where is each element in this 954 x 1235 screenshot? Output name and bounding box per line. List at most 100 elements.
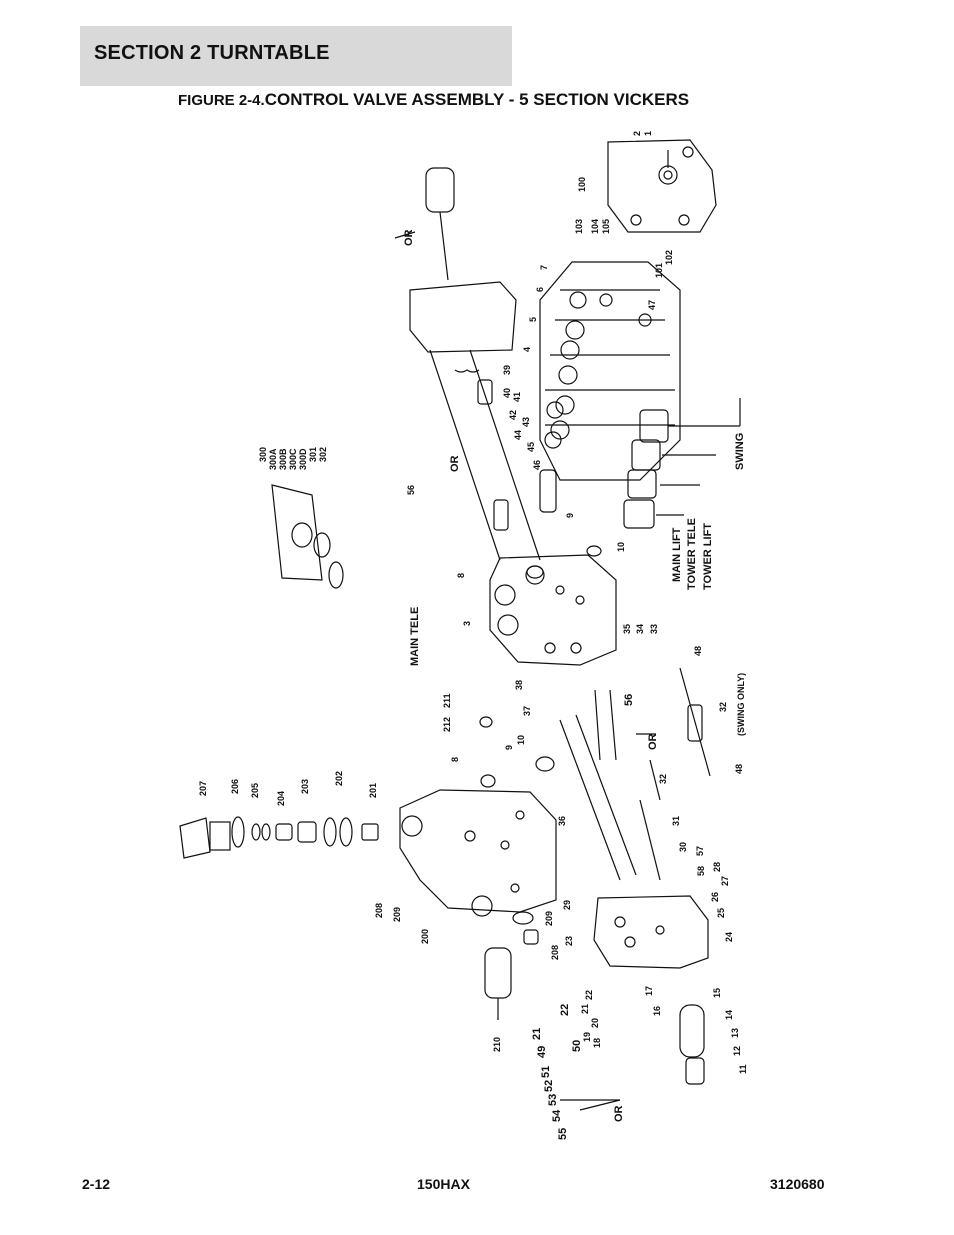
- callout-label: 12: [732, 1046, 742, 1056]
- figure-caption: CONTROL VALVE ASSEMBLY - 5 SECTION VICKE…: [264, 90, 690, 109]
- callout-label: 300: [258, 447, 268, 462]
- callout-label: 9: [565, 513, 575, 518]
- callout-label: 2: [632, 131, 642, 136]
- callout-label: 300A: [268, 448, 278, 470]
- callout-label: 21: [531, 1028, 543, 1040]
- callout-label: 22: [559, 1004, 571, 1016]
- callout-label: 43: [521, 417, 531, 427]
- callout-label: 32: [658, 774, 668, 784]
- callout-label: 100: [577, 177, 587, 192]
- callout-label: 40: [502, 388, 512, 398]
- callout-label: 54: [551, 1109, 563, 1122]
- callout-label: 300C: [288, 448, 298, 470]
- callout-label: 31: [671, 816, 681, 826]
- callout-label: 57: [695, 846, 705, 856]
- callout-label: 300B: [278, 448, 288, 470]
- callout-label: 202: [334, 771, 344, 786]
- callout-label: 1: [643, 131, 653, 136]
- callout-label: 34: [635, 624, 645, 634]
- callout-label: 37: [522, 706, 532, 716]
- callout-label: OR: [449, 455, 461, 472]
- section-header-band: SECTION 2 TURNTABLE: [80, 26, 512, 86]
- callout-label: 302: [318, 447, 328, 462]
- callout-label: 103: [574, 219, 584, 234]
- callout-label: 4: [522, 347, 532, 352]
- callout-label: 36: [557, 816, 567, 826]
- callout-label: 35: [622, 624, 632, 634]
- callout-label: 28: [712, 862, 722, 872]
- callout-label: 200: [420, 929, 430, 944]
- callout-label: 46: [532, 460, 542, 470]
- callout-label: 38: [514, 680, 524, 690]
- callout-label: 209: [544, 911, 554, 926]
- callout-label: 13: [730, 1028, 740, 1038]
- callout-label: 11: [738, 1064, 748, 1074]
- footer-doc-number: 3120680: [770, 1176, 825, 1192]
- callout-label: 23: [564, 936, 574, 946]
- callout-label: 33: [649, 624, 659, 634]
- callout-label: 105: [601, 219, 611, 234]
- callout-label: 9: [504, 745, 514, 750]
- callout-label: 8: [456, 573, 466, 578]
- section-title: SECTION 2 TURNTABLE: [94, 42, 330, 64]
- callout-label: 6: [535, 287, 545, 292]
- callout-label: 8: [450, 757, 460, 762]
- callout-label: 44: [513, 430, 523, 440]
- callout-label: 204: [276, 791, 286, 806]
- callout-label: 3: [462, 621, 472, 626]
- callout-label: 56: [623, 694, 635, 706]
- callout-label: 53: [547, 1094, 559, 1106]
- callout-label: 201: [368, 783, 378, 798]
- callout-label: 300D: [298, 448, 308, 470]
- callout-label: 10: [616, 542, 626, 552]
- callout-label: 41: [512, 392, 522, 402]
- callout-label: 104: [590, 219, 600, 234]
- callout-label: 26: [710, 892, 720, 902]
- callout-label: 211: [442, 693, 452, 708]
- callout-label: 5: [528, 317, 538, 322]
- callout-label: 10: [516, 735, 526, 745]
- callout-label: 48: [734, 764, 744, 774]
- callout-label: 50: [571, 1040, 583, 1052]
- callout-label: 206: [230, 779, 240, 794]
- callout-label: 209: [392, 907, 402, 922]
- figure-title: FIGURE 2-4.CONTROL VALVE ASSEMBLY - 5 SE…: [178, 90, 689, 110]
- callout-label: 55: [557, 1128, 569, 1140]
- callout-label: 15: [712, 988, 722, 998]
- callout-label: 20: [590, 1018, 600, 1028]
- callout-label: OR: [403, 229, 415, 246]
- callout-label: 17: [644, 986, 654, 996]
- diagram-line-art: [179, 139, 741, 1111]
- callout-label: 51: [540, 1066, 552, 1078]
- callout-label: 29: [562, 900, 572, 910]
- callout-label: 30: [678, 842, 688, 852]
- callout-label: 27: [720, 876, 730, 886]
- callout-label: MAIN LIFT: [671, 527, 683, 582]
- footer-page-number: 2-12: [82, 1176, 111, 1192]
- callout-label: SWING: [734, 433, 746, 470]
- callout-label: 301: [308, 447, 318, 462]
- callout-label: 45: [526, 442, 536, 452]
- callout-label: 21: [580, 1004, 590, 1014]
- callout-label: 24: [724, 932, 734, 942]
- callout-label: 205: [250, 783, 260, 798]
- callout-label: 25: [716, 908, 726, 918]
- callout-label: 32: [718, 702, 728, 712]
- callout-label: 19: [582, 1032, 592, 1042]
- callout-label: 16: [652, 1006, 662, 1016]
- footer-model: 150HAX: [417, 1176, 470, 1192]
- callout-label: 14: [724, 1010, 734, 1020]
- callout-label: MAIN TELE: [409, 607, 421, 666]
- callout-label: 207: [198, 781, 208, 796]
- callout-label: OR: [647, 733, 659, 750]
- callout-label: 58: [696, 866, 706, 876]
- callout-label: 47: [647, 300, 657, 310]
- callout-label: 208: [374, 903, 384, 918]
- figure-number: FIGURE 2-4.: [178, 92, 265, 109]
- callout-label: 39: [502, 365, 512, 375]
- callout-label: (SWING ONLY): [736, 673, 746, 736]
- callout-label: 101: [654, 263, 664, 278]
- callout-label: 56: [406, 485, 416, 495]
- callout-label: 18: [592, 1038, 602, 1048]
